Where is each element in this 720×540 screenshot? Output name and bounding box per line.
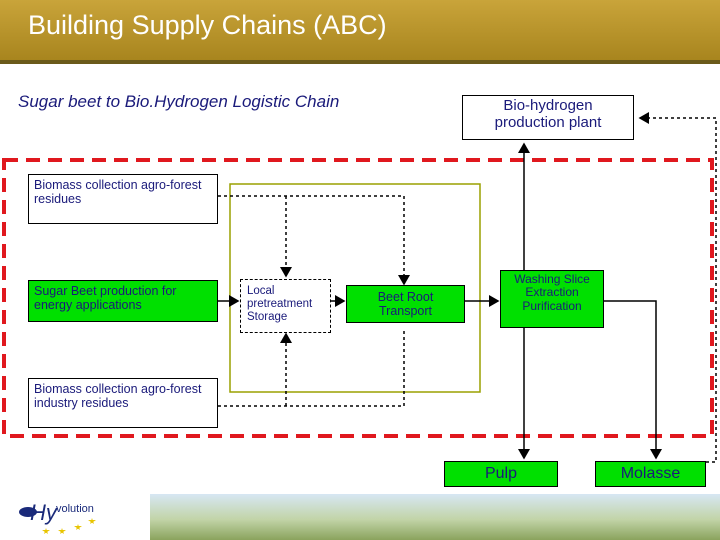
logistics-boundary <box>2 158 714 438</box>
node-plant: Bio-hydrogen production plant <box>462 95 634 140</box>
logo-background <box>0 494 150 540</box>
node-biomass-industry: Biomass collection agro-forest industry … <box>28 378 218 428</box>
node-local-pretreatment-label: Local pretreatment Storage <box>247 285 313 324</box>
processing-boundary <box>229 183 481 393</box>
page-title: Building Supply Chains (ABC) <box>28 10 387 40</box>
node-biomass-agro-label: Biomass collection agro-forest residues <box>34 178 202 207</box>
diagram-subtitle: Sugar beet to Bio.Hydrogen Logistic Chai… <box>18 92 340 111</box>
header-rule <box>0 60 720 64</box>
node-molasse-label: Molasse <box>620 465 681 482</box>
node-sugar-beet: Sugar Beet production for energy applica… <box>28 280 218 322</box>
node-beet-transport-label: Beet Root Transport <box>377 290 434 319</box>
logo-subtext: volution <box>56 503 94 515</box>
node-beet-transport: Beet Root Transport <box>346 285 465 323</box>
connector-molasse-to-plant <box>638 112 717 463</box>
node-washing: Washing Slice Extraction Purification <box>500 270 604 328</box>
node-molasse: Molasse <box>595 461 706 487</box>
node-washing-label: Washing Slice Extraction Purification <box>514 272 590 313</box>
header-bar <box>0 0 720 60</box>
connector-biomass-bottom <box>218 328 405 407</box>
connector-biomass-top <box>218 195 410 286</box>
node-local-pretreatment: Local pretreatment Storage <box>240 279 331 333</box>
arrow-washing-to-molasse <box>604 300 662 460</box>
node-biomass-industry-label: Biomass collection agro-forest industry … <box>34 382 202 411</box>
node-pulp: Pulp <box>444 461 558 487</box>
hyvolution-logo-mark <box>19 507 96 534</box>
node-plant-label: Bio-hydrogen production plant <box>494 97 602 131</box>
node-pulp-label: Pulp <box>484 465 518 482</box>
node-biomass-agro: Biomass collection agro-forest residues <box>28 174 218 224</box>
logo-text: Hy <box>30 500 57 525</box>
node-sugar-beet-label: Sugar Beet production for energy applica… <box>34 284 177 313</box>
